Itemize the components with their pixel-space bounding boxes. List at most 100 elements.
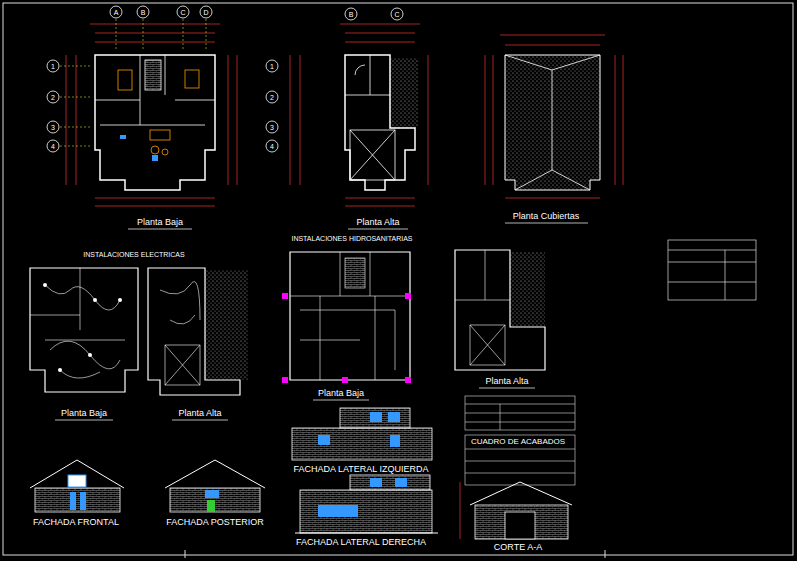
right-side-facade: [295, 533, 438, 534]
title-block: [668, 282, 756, 283]
legend-tables: [465, 449, 575, 450]
ground-floor-plan: [47, 121, 59, 133]
electrical-plans: [58, 368, 62, 372]
electrical-plans: [60, 370, 100, 378]
legend-tables: [465, 461, 575, 462]
upper-floor-plan: [428, 55, 429, 185]
ground-floor-plan: [110, 6, 122, 18]
upper-floor-plan: [390, 58, 418, 128]
ground-floor-plan: [60, 19, 206, 146]
roof-plan: [500, 35, 605, 36]
electrical-plans: [43, 283, 122, 372]
right-side-facade: [295, 475, 438, 533]
grid-axis: D: [203, 9, 208, 16]
grid-axis: 4: [51, 143, 55, 150]
ground-floor-plan: [118, 70, 132, 90]
right-side-facade: [318, 505, 358, 517]
legend-tables: [465, 396, 575, 430]
electrical-plans: [93, 298, 97, 302]
upper-floor-plan: [350, 130, 395, 180]
legend-tables: [465, 413, 575, 414]
upper-floor-plan: [300, 55, 301, 185]
front-facade: [70, 492, 76, 510]
legend-tables: [500, 404, 501, 430]
grid-axis: 4: [270, 143, 274, 150]
roof-plan: [623, 55, 624, 185]
title-block: [668, 240, 756, 300]
plumbing-plans: [455, 250, 510, 365]
title-underline: [479, 388, 535, 389]
left-side-facade: [390, 435, 400, 447]
section-heading: INSTALACIONES HIDROSANITARIAS: [291, 235, 412, 242]
view-title: Planta Alta: [178, 409, 221, 418]
upper-floor-plan: [370, 55, 371, 95]
rear-facade: [205, 490, 219, 498]
ground-floor-plan: [47, 91, 59, 103]
section-heading: INSTALACIONES ELECTRICAS: [83, 251, 184, 258]
plumbing-plans: [375, 296, 376, 380]
ground-floor-plan: [183, 19, 184, 50]
title-underline: [505, 223, 588, 224]
plumbing-plans: [342, 377, 348, 383]
view-title: CORTE A-A: [494, 543, 542, 552]
electrical-plans: [80, 268, 81, 330]
upper-floor-plan: [345, 8, 357, 20]
ground-floor-plan: [116, 19, 117, 50]
electrical-plans: [30, 315, 80, 316]
ground-floor-plan: [95, 55, 215, 125]
roof-plan: [505, 198, 600, 199]
ground-floor-plan: [60, 127, 90, 128]
plumbing-plans: [370, 252, 371, 296]
view-title: FACHADA POSTERIOR: [166, 518, 264, 527]
electrical-plans: [30, 268, 125, 378]
upper-floor-plan: [266, 140, 278, 152]
electrical-plans: [165, 345, 200, 385]
view-title: Planta Baja: [61, 409, 107, 418]
grid-axis: 2: [270, 94, 274, 101]
front-facade: [30, 460, 124, 512]
electrical-plans: [30, 268, 138, 392]
title-block: [668, 250, 756, 251]
right-side-facade: [370, 478, 382, 487]
title-underline: [348, 229, 408, 230]
electrical-plans: [148, 268, 240, 395]
ground-floor-plan: [60, 66, 90, 67]
grid-axis: B: [141, 9, 146, 16]
ground-floor-plan: [200, 6, 212, 18]
legend-tables: [465, 396, 575, 485]
ground-floor-plan: [140, 55, 141, 125]
rear-facade: [170, 488, 260, 512]
plumbing-plans: [290, 252, 410, 380]
title-underline: [313, 400, 369, 401]
ground-floor-plan: [145, 60, 161, 90]
rear-facade: [207, 500, 215, 512]
title-underline: [172, 420, 228, 421]
ground-floor-plan: [152, 155, 158, 161]
view-title: Planta Alta: [356, 218, 399, 227]
legend-tables: [465, 404, 575, 405]
sheet-frame: [3, 3, 793, 555]
electrical-plans: [45, 285, 120, 310]
rear-facade: [165, 460, 265, 488]
left-side-facade: [388, 412, 400, 422]
plumbing-plans: [405, 293, 411, 299]
ground-floor-plan: [165, 55, 166, 95]
roof-plan: [493, 55, 494, 185]
left-side-facade: [318, 412, 400, 447]
roof-plan: [505, 55, 552, 70]
upper-floor-plan: [266, 8, 428, 206]
roof-plan: [505, 55, 600, 190]
ground-floor-plan: [47, 60, 59, 72]
section-view: [470, 482, 572, 505]
ground-floor-plan: [206, 19, 207, 50]
legend-tables: [465, 435, 575, 485]
electrical-plans: [30, 268, 248, 395]
ground-floor-plan: [118, 70, 199, 155]
view-title: Planta Cubiertas: [513, 212, 580, 221]
front-facade: [30, 460, 124, 488]
ground-floor-plan: [95, 198, 215, 199]
ground-floor-plan: [151, 146, 159, 154]
upper-floor-plan: [391, 8, 403, 20]
electrical-plans: [165, 345, 200, 385]
left-side-facade: [370, 412, 382, 422]
